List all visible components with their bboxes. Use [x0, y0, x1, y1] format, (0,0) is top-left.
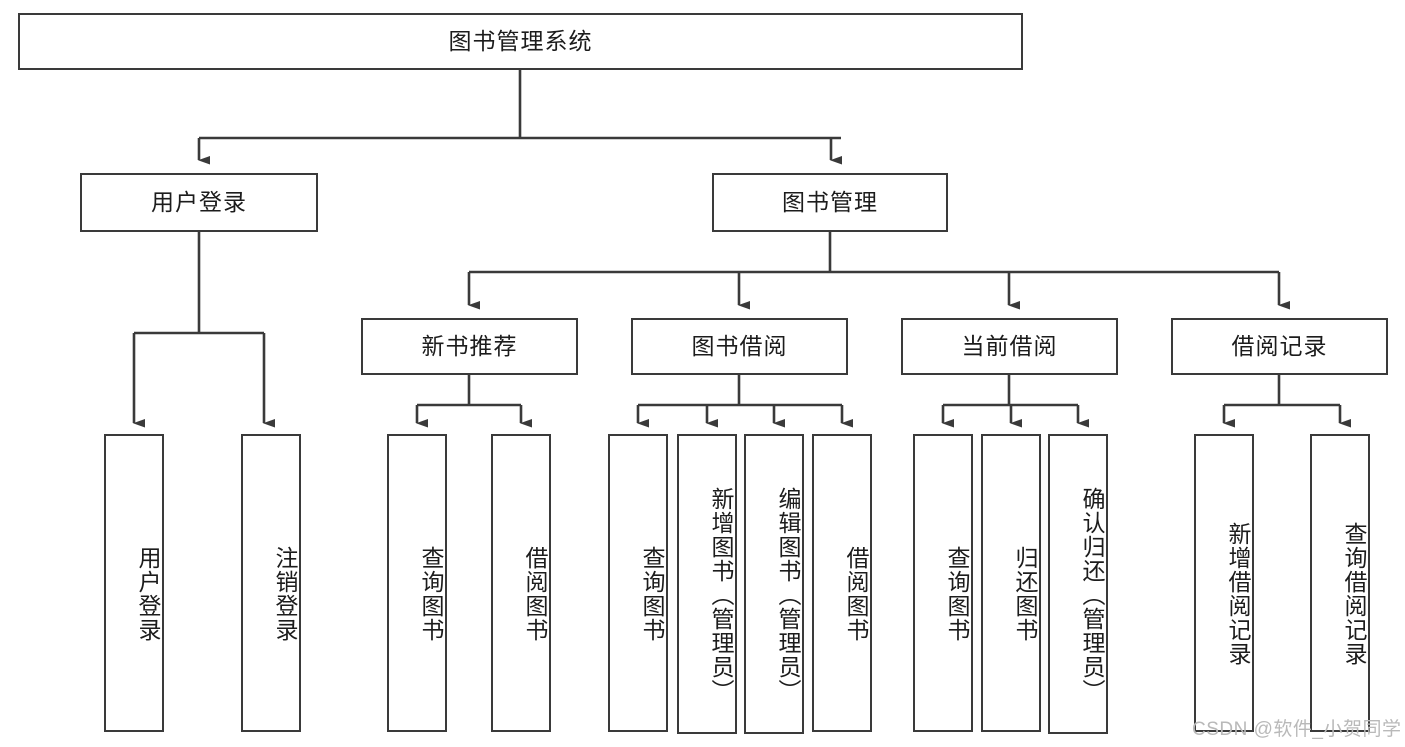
node-label: 图书管理 — [782, 188, 878, 215]
watermark-text: CSDN @软件_小贺同学 — [1192, 719, 1402, 740]
leaf-borrow-edit[interactable]: 编辑图书（管理员） — [744, 434, 804, 734]
leaf-user-login[interactable]: 用户登录 — [104, 434, 164, 732]
node-label: 归还图书 — [1012, 546, 1038, 642]
node-label: 借阅记录 — [1231, 332, 1328, 359]
node-label: 编辑图书（管理员） — [775, 487, 801, 703]
node-label: 查询图书 — [944, 546, 970, 642]
node-label: 新增图书（管理员） — [708, 487, 734, 703]
node-label: 注销登录 — [272, 546, 298, 642]
node-root[interactable]: 图书管理系统 — [18, 13, 1023, 70]
leaf-borrow-query[interactable]: 查询图书 — [608, 434, 668, 732]
node-borrow-record[interactable]: 借阅记录 — [1171, 318, 1388, 375]
node-label: 借阅图书 — [843, 546, 869, 642]
node-label: 查询图书 — [639, 546, 665, 642]
node-label: 查询借阅记录 — [1341, 522, 1367, 666]
node-current-borrow[interactable]: 当前借阅 — [901, 318, 1118, 375]
node-label: 借阅图书 — [522, 546, 548, 642]
node-book-borrow[interactable]: 图书借阅 — [631, 318, 848, 375]
node-label: 图书管理系统 — [448, 27, 593, 54]
node-label: 确认归还（管理员） — [1079, 487, 1105, 703]
node-label: 用户登录 — [151, 188, 247, 215]
leaf-cur-query[interactable]: 查询图书 — [913, 434, 973, 732]
leaf-rec-borrow[interactable]: 借阅图书 — [491, 434, 551, 732]
node-label: 查询图书 — [418, 546, 444, 642]
leaf-rec-add[interactable]: 新增借阅记录 — [1194, 434, 1254, 732]
leaf-borrow-lend[interactable]: 借阅图书 — [812, 434, 872, 732]
leaf-borrow-add[interactable]: 新增图书（管理员） — [677, 434, 737, 734]
leaf-cur-return[interactable]: 归还图书 — [981, 434, 1041, 732]
node-label: 图书借阅 — [691, 332, 788, 359]
leaf-rec-query[interactable]: 查询图书 — [387, 434, 447, 732]
leaf-rec-query2[interactable]: 查询借阅记录 — [1310, 434, 1370, 732]
node-user-login[interactable]: 用户登录 — [80, 173, 318, 232]
node-label: 新书推荐 — [421, 332, 518, 359]
node-book-mgmt[interactable]: 图书管理 — [712, 173, 948, 232]
leaf-user-logout[interactable]: 注销登录 — [241, 434, 301, 732]
node-label: 新增借阅记录 — [1225, 522, 1251, 666]
node-label: 当前借阅 — [961, 332, 1058, 359]
leaf-cur-confirm[interactable]: 确认归还（管理员） — [1048, 434, 1108, 734]
node-label: 用户登录 — [135, 546, 161, 642]
node-new-book-rec[interactable]: 新书推荐 — [361, 318, 578, 375]
